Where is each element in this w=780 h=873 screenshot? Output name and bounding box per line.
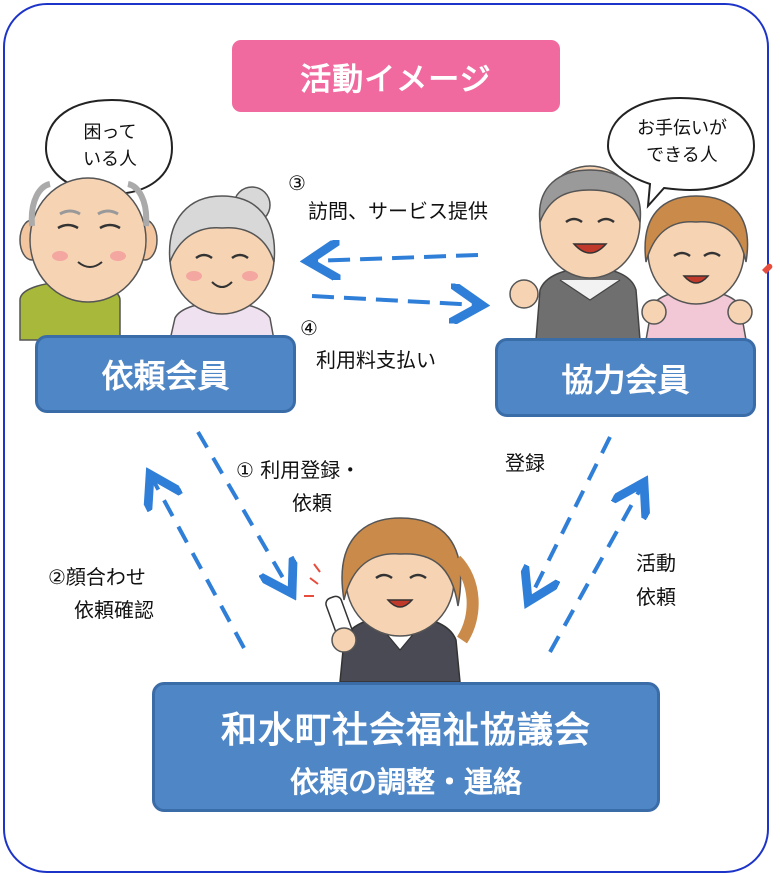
requester-member-box: 依頼会員 [35, 335, 296, 413]
arrow-step1 [196, 430, 290, 590]
bubble-requester-line2: いる人 [83, 149, 137, 170]
bubble-requester-line1: 困って [83, 122, 136, 143]
helper-man-illustration [509, 165, 642, 341]
step4-number: ④ [300, 316, 318, 340]
helper-woman-illustration [641, 195, 773, 341]
step2-label-line2: 依頼確認 [74, 598, 154, 622]
coordinator-illustration [304, 517, 479, 683]
arrow-activity-request [548, 486, 642, 653]
step2-label-line1: ②顔合わせ [48, 565, 146, 589]
bubble-helper-line2: できる人 [646, 145, 718, 166]
council-name: 和水町社会福祉協議会 [220, 710, 591, 751]
activity-label-line1: 活動 [636, 551, 676, 575]
step4-label: 利用料支払い [316, 348, 436, 372]
speech-bubble-helper: お手伝いが できる人 [606, 96, 756, 209]
helper-member-box: 協力会員 [495, 338, 756, 417]
elderly-woman-illustration [168, 186, 276, 341]
activity-label-line2: 依頼 [636, 585, 676, 609]
step1-label-line2: 依頼 [292, 491, 332, 515]
arrow-step4 [311, 296, 478, 305]
step3-label: 訪問、サービス提供 [308, 199, 488, 223]
council-role: 依頼の調整・連絡 [289, 765, 522, 799]
elderly-man-illustration [19, 177, 158, 341]
register-label: 登録 [505, 451, 545, 475]
bubble-helper-line1: お手伝いが [637, 118, 727, 139]
diagram-title: 活動イメージ [232, 40, 560, 112]
arrow-step3 [312, 255, 479, 261]
council-box: 和水町社会福祉協議会 依頼の調整・連絡 [152, 682, 660, 812]
step1-label-line1: ① 利用登録・ [236, 458, 361, 482]
arrow-step2 [152, 478, 246, 649]
step3-number: ③ [288, 171, 306, 195]
